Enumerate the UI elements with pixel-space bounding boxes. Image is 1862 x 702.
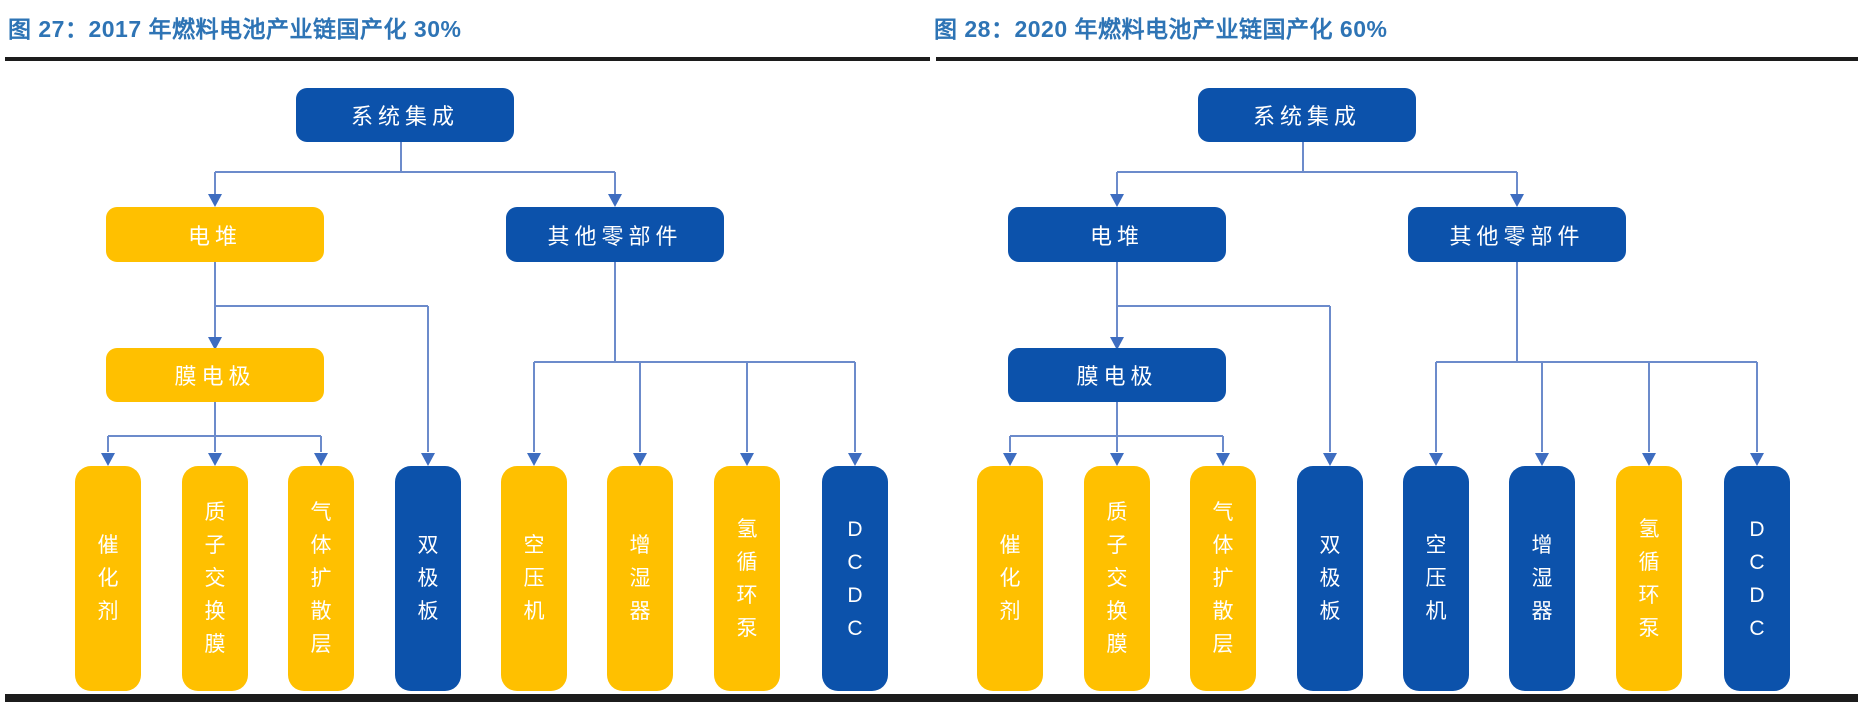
node-dcdc: DCDC: [1724, 466, 1790, 691]
node-dcdc: DCDC: [822, 466, 888, 691]
node-proton-exchange-membrane: 质子交换膜: [1084, 466, 1150, 691]
node-air-compressor: 空压机: [501, 466, 567, 691]
node-membrane-electrode: 膜电极: [106, 348, 324, 402]
bottom-bar-left: [5, 694, 931, 702]
node-proton-exchange-membrane: 质子交换膜: [182, 466, 248, 691]
title-rule-right: [936, 57, 1858, 61]
node-gas-diffusion-layer: 气体扩散层: [288, 466, 354, 691]
node-bipolar-plate: 双极板: [395, 466, 461, 691]
title-rule-left: [5, 57, 930, 61]
node-hydrogen-circulation-pump: 氢循环泵: [1616, 466, 1682, 691]
node-bipolar-plate: 双极板: [1297, 466, 1363, 691]
node-system-integration: 系统集成: [1198, 88, 1416, 142]
node-catalyst: 催化剂: [75, 466, 141, 691]
node-gas-diffusion-layer: 气体扩散层: [1190, 466, 1256, 691]
figure-title-right: 图 28：2020 年燃料电池产业链国产化 60%: [934, 16, 1388, 42]
node-other-parts: 其他零部件: [506, 207, 724, 262]
node-air-compressor: 空压机: [1403, 466, 1469, 691]
node-other-parts: 其他零部件: [1408, 207, 1626, 262]
node-system-integration: 系统集成: [296, 88, 514, 142]
node-membrane-electrode: 膜电极: [1008, 348, 1226, 402]
node-humidifier: 增湿器: [607, 466, 673, 691]
node-stack: 电堆: [1008, 207, 1226, 262]
figure-title-left: 图 27：2017 年燃料电池产业链国产化 30%: [8, 16, 462, 42]
node-stack: 电堆: [106, 207, 324, 262]
bottom-bar-right: [931, 694, 1858, 702]
node-humidifier: 增湿器: [1509, 466, 1575, 691]
node-hydrogen-circulation-pump: 氢循环泵: [714, 466, 780, 691]
node-catalyst: 催化剂: [977, 466, 1043, 691]
